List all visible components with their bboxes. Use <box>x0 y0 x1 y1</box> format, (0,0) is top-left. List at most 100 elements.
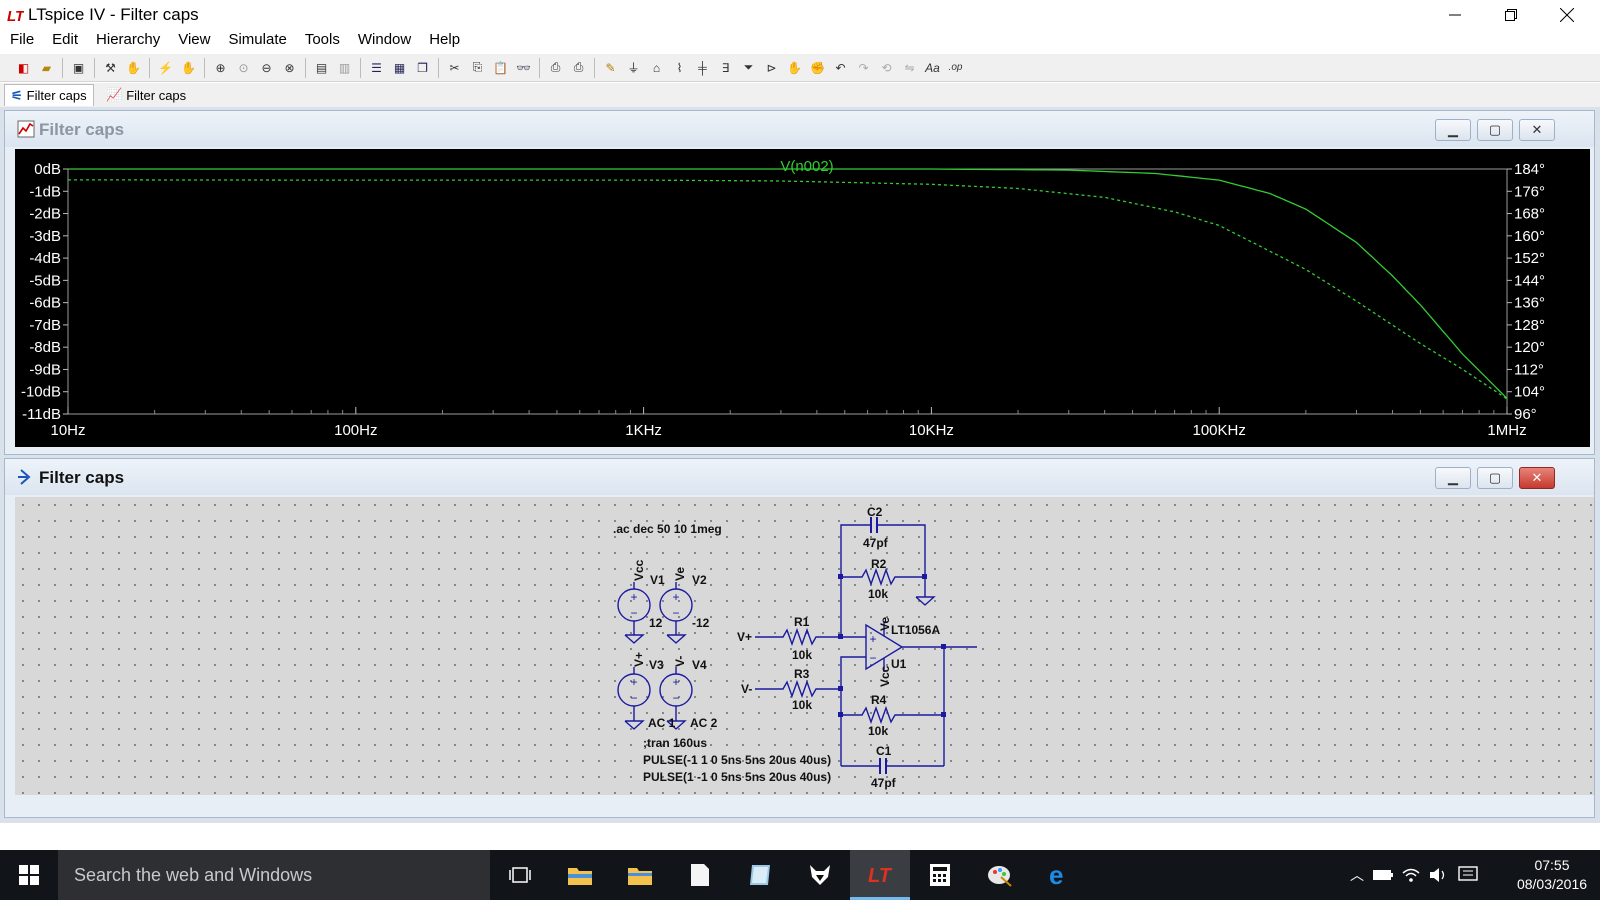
tran-directive[interactable]: ;tran 160us <box>643 736 707 750</box>
ground-button[interactable]: ⏚ <box>622 57 645 79</box>
net-label-vplus[interactable]: V+ <box>632 652 646 667</box>
task-view-button[interactable] <box>490 850 550 900</box>
net-label-vminus[interactable]: V- <box>673 656 687 667</box>
edge-browser-button[interactable]: e <box>1030 850 1090 900</box>
minimize-button[interactable] <box>1432 2 1478 28</box>
network-indicator[interactable] <box>1398 850 1424 900</box>
menu-file[interactable]: File <box>10 31 35 48</box>
schematic-close-button[interactable]: ✕ <box>1519 467 1555 489</box>
move-button[interactable]: ✋ <box>783 57 806 79</box>
drag-button[interactable]: ✊ <box>806 57 829 79</box>
cascade-button[interactable]: ❐ <box>411 57 434 79</box>
menu-help[interactable]: Help <box>429 31 461 48</box>
close-button[interactable] <box>1544 2 1590 28</box>
calculator-button[interactable] <box>910 850 970 900</box>
ac-directive[interactable]: .ac dec 50 10 1meg <box>613 522 722 536</box>
schematic-maximize-button[interactable]: ▢ <box>1477 467 1513 489</box>
copy-button[interactable]: ⎘ <box>466 57 489 79</box>
plot-window-titlebar[interactable]: Filter caps ▁ ▢ ✕ <box>5 111 1594 147</box>
tile-vertical-button[interactable]: ▦ <box>388 57 411 79</box>
resistor-r3[interactable] <box>755 679 841 699</box>
run-button[interactable]: ⚡ <box>154 57 177 79</box>
schematic-window-titlebar[interactable]: Filter caps ▁ ▢ ✕ <box>5 459 1594 495</box>
label-net-button[interactable]: ⌂ <box>645 57 668 79</box>
pulse-source-2[interactable]: PULSE(1 -1 0 5ns 5ns 20us 40us) <box>643 770 831 784</box>
menu-hierarchy[interactable]: Hierarchy <box>96 31 161 48</box>
plot-maximize-button[interactable]: ▢ <box>1477 119 1513 141</box>
zoom-fit-button[interactable]: ⊗ <box>278 57 301 79</box>
fox-app-button[interactable] <box>790 850 850 900</box>
text-button[interactable]: Aa <box>921 57 944 79</box>
trace-label[interactable]: V(n002) <box>780 158 833 175</box>
cut-button[interactable]: ✂ <box>443 57 466 79</box>
tab-waveform[interactable]: 📈 Filter caps <box>100 84 192 106</box>
spice-directive-button[interactable]: .op <box>944 57 967 79</box>
schematic-minimize-button[interactable]: ▁ <box>1435 467 1471 489</box>
pulse-source-1[interactable]: PULSE(-1 1 0 5ns 5ns 20us 40us) <box>643 753 831 767</box>
resistor-r4[interactable] <box>841 705 944 725</box>
paint-button[interactable] <box>970 850 1030 900</box>
ltspice-taskbar-button[interactable]: LT <box>850 850 910 900</box>
schematic-drawing[interactable]: + − + − + − + − + − .ac dec 50 10 1meg V… <box>15 497 1594 795</box>
folder-button[interactable] <box>610 850 670 900</box>
redo-button[interactable]: ↷ <box>852 57 875 79</box>
document-button[interactable] <box>670 850 730 900</box>
capacitor-button[interactable]: ╪ <box>691 57 714 79</box>
show-hidden-icons-button[interactable]: ︿ <box>1346 850 1368 900</box>
tab-schematic[interactable]: ⚟ Filter caps <box>4 84 94 106</box>
inductor-button[interactable]: ∃ <box>714 57 737 79</box>
control-panel-button[interactable]: ⚒ <box>99 57 122 79</box>
zoom-in-button[interactable]: ⊕ <box>209 57 232 79</box>
menu-tools[interactable]: Tools <box>304 31 340 48</box>
resistor-r1[interactable] <box>755 627 866 647</box>
new-schematic-button[interactable]: ◧ <box>12 57 35 79</box>
paste-button[interactable]: 📋 <box>489 57 512 79</box>
plot-minimize-button[interactable]: ▁ <box>1435 119 1471 141</box>
open-button[interactable]: ▰ <box>35 57 58 79</box>
pan-button[interactable]: ✋ <box>122 57 145 79</box>
zoom-out-button[interactable]: ⊖ <box>255 57 278 79</box>
file-explorer-button[interactable] <box>550 850 610 900</box>
autorange-button[interactable]: ▤ <box>310 57 333 79</box>
find-button[interactable]: 👓 <box>512 57 535 79</box>
resistor-r2[interactable] <box>841 567 925 587</box>
rotate-button[interactable]: ⟲ <box>875 57 898 79</box>
restore-button[interactable] <box>1488 2 1534 28</box>
manual-limits-button[interactable]: ▥ <box>333 57 356 79</box>
taskbar-search-box[interactable]: Search the web and Windows <box>58 850 490 900</box>
mirror-button[interactable]: ⇋ <box>898 57 921 79</box>
tile-horizontal-button[interactable]: ☰ <box>365 57 388 79</box>
ground-symbol <box>624 720 645 730</box>
menu-window[interactable]: Window <box>357 31 412 48</box>
start-button[interactable] <box>0 850 58 900</box>
undo-button[interactable]: ↶ <box>829 57 852 79</box>
save-button[interactable]: ▣ <box>67 57 90 79</box>
zoom-pan-button[interactable]: ⊙ <box>232 57 255 79</box>
net-label-ve[interactable]: Ve <box>673 567 687 581</box>
component-button[interactable]: ⊳ <box>760 57 783 79</box>
draw-wire-button[interactable]: ✎ <box>599 57 622 79</box>
input-net-vplus[interactable]: V+ <box>737 630 752 644</box>
print-button[interactable]: ⎙ <box>567 57 590 79</box>
schematic-canvas[interactable]: + − + − + − + − + − .ac dec 50 10 1meg V… <box>15 497 1594 795</box>
taskbar-clock[interactable]: 07:55 08/03/2016 <box>1508 856 1596 894</box>
notepad-button[interactable] <box>730 850 790 900</box>
action-center-button[interactable] <box>1454 850 1482 900</box>
volume-indicator[interactable] <box>1426 850 1452 900</box>
halt-button[interactable]: ✋ <box>177 57 200 79</box>
menu-view[interactable]: View <box>178 31 211 48</box>
menu-simulate[interactable]: Simulate <box>228 31 287 48</box>
plot-close-button[interactable]: ✕ <box>1519 119 1555 141</box>
print-preview-button[interactable]: ⎙ <box>544 57 567 79</box>
net-label-vcc[interactable]: Vcc <box>632 559 646 581</box>
magnitude-trace[interactable] <box>68 168 1508 399</box>
input-net-vminus[interactable]: V- <box>741 682 752 696</box>
menu-edit[interactable]: Edit <box>52 31 79 48</box>
diode-button[interactable]: ⏷ <box>737 57 760 79</box>
phase-trace[interactable] <box>68 179 1508 400</box>
battery-indicator[interactable] <box>1370 850 1396 900</box>
resistor-button[interactable]: ⌇ <box>668 57 691 79</box>
v1-name: V1 <box>650 573 665 587</box>
